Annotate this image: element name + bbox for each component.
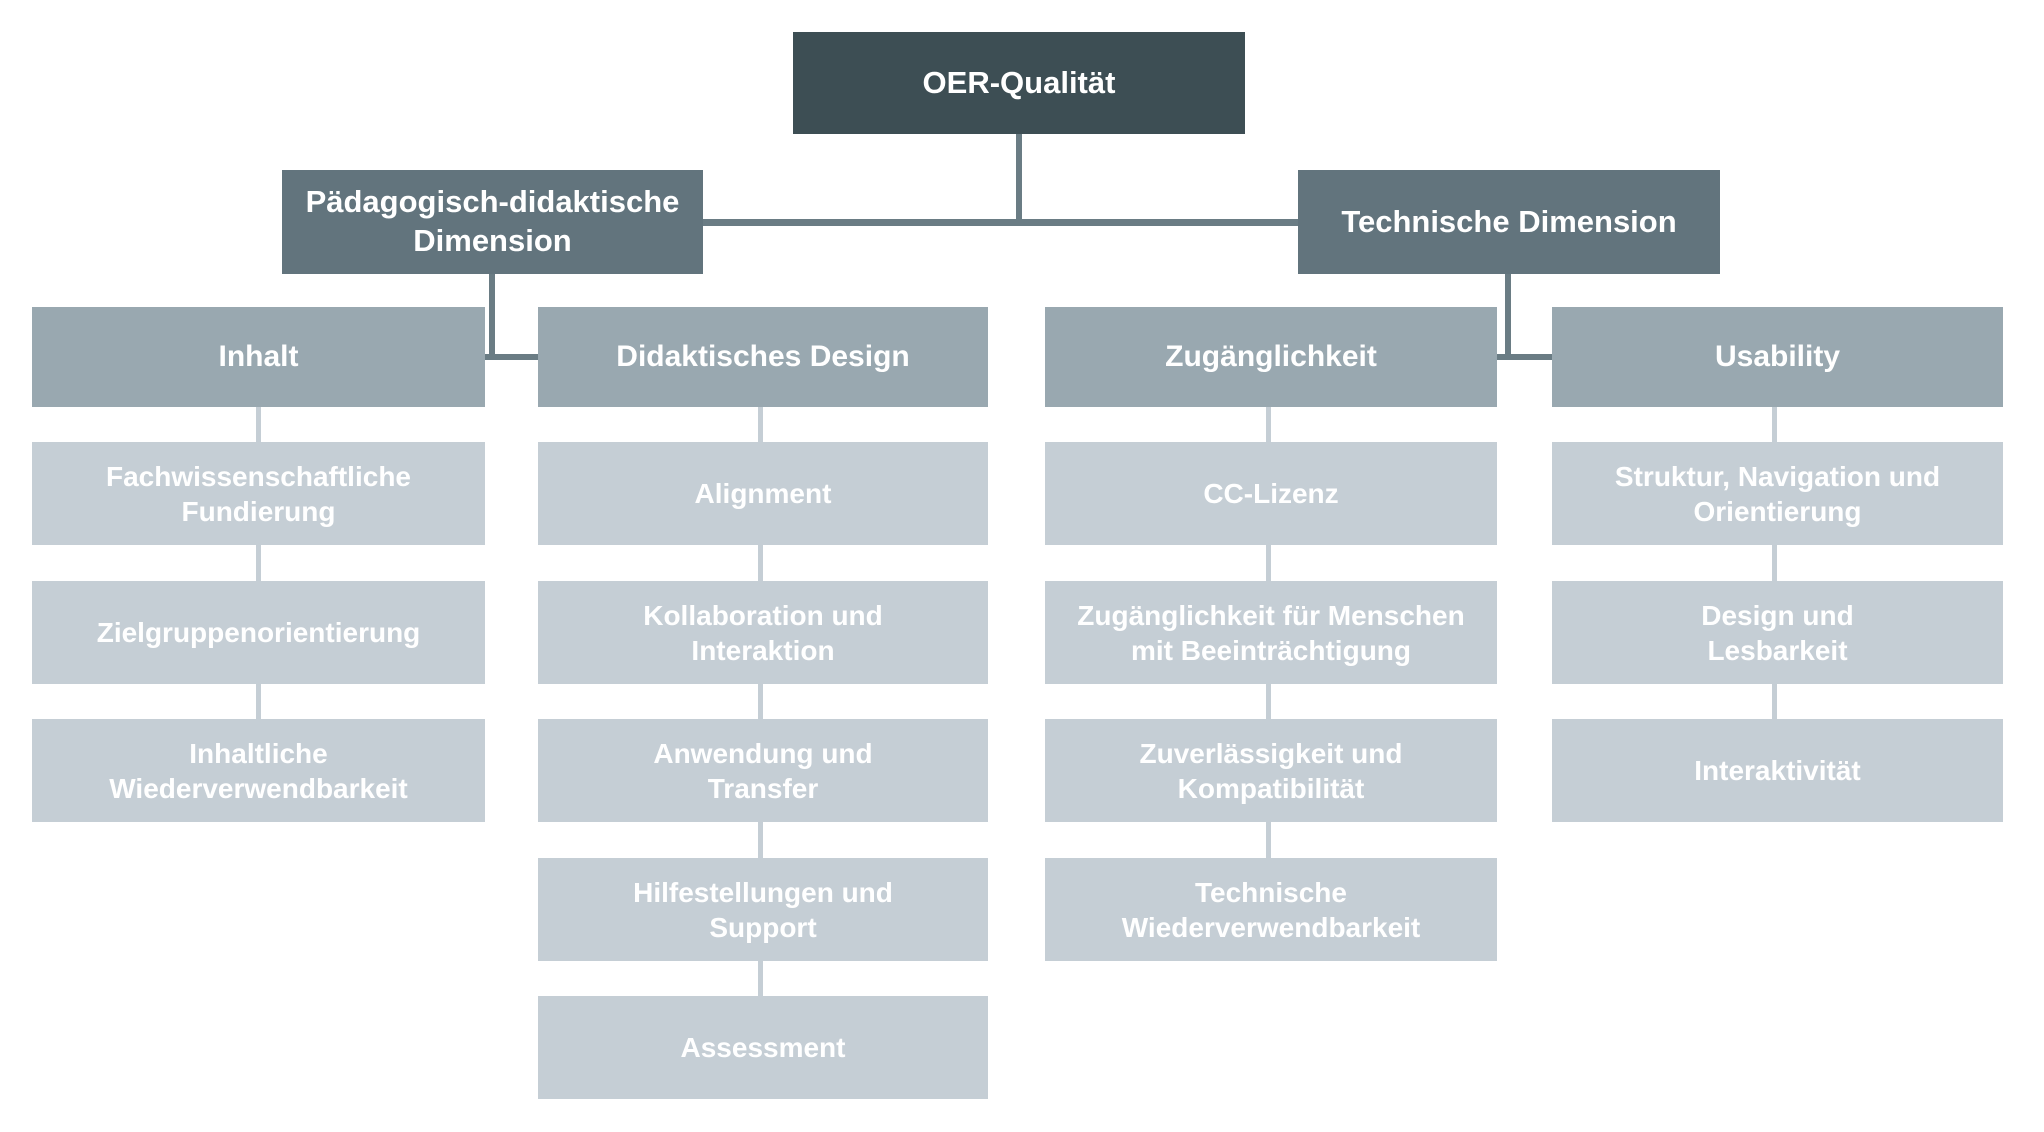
item-node-label: Kollaboration und Interaktion (643, 599, 883, 666)
category-node-zugaenglichkeit: Zugänglichkeit (1045, 307, 1497, 407)
item-node-struktur-navigation-orientierung: Struktur, Navigation und Orientierung (1552, 442, 2003, 545)
connector-zugaenglichkeit-child-3 (1266, 684, 1271, 719)
dimension-node-label: Pädagogisch-didaktische Dimension (305, 184, 680, 258)
item-node-hilfestellungen-und-support: Hilfestellungen und Support (538, 858, 988, 961)
connector-right-dimension-drop (1505, 274, 1511, 358)
category-node-inhalt: Inhalt (32, 307, 485, 407)
dimension-node-label: Technische Dimension (1341, 203, 1677, 239)
item-node-zugaenglichkeit-fuer-menschen: Zugänglichkeit für Menschen mit Beeinträ… (1045, 581, 1497, 684)
connector-didaktik-child-1 (758, 407, 763, 442)
root-node-label: OER-Qualität (922, 64, 1116, 100)
item-node-label: Hilfestellungen und Support (633, 876, 893, 943)
dimension-node-paedagogisch-didaktisch: Pädagogisch-didaktische Dimension (282, 170, 703, 274)
connector-didaktik-child-3 (758, 684, 763, 719)
item-node-zuverlaessigkeit-und-kompatibilitaet: Zuverlässigkeit und Kompatibilität (1045, 719, 1497, 822)
connector-left-dimension-drop (489, 274, 495, 358)
connector-usability-child-3 (1772, 684, 1777, 719)
connector-didaktik-child-4 (758, 822, 763, 858)
item-node-label: Alignment (694, 478, 832, 509)
category-node-label: Zugänglichkeit (1165, 340, 1377, 374)
item-node-anwendung-und-transfer: Anwendung und Transfer (538, 719, 988, 822)
root-node-oer-qualitaet: OER-Qualität (793, 32, 1245, 134)
connector-zugaenglichkeit-child-4 (1266, 822, 1271, 858)
connector-root-drop (1016, 134, 1022, 222)
item-node-cc-lizenz: CC-Lizenz (1045, 442, 1497, 545)
item-node-label: Assessment (680, 1032, 846, 1063)
item-node-label: Inhaltliche Wiederverwendbarkeit (109, 737, 408, 804)
item-node-label: Technische Wiederverwendbarkeit (1121, 876, 1421, 943)
connector-didaktik-child-5 (758, 961, 763, 996)
item-node-technische-wiederverwendbarkeit: Technische Wiederverwendbarkeit (1045, 858, 1497, 961)
category-node-label: Usability (1714, 340, 1841, 374)
connector-usability-child-1 (1772, 407, 1777, 442)
dimension-node-technisch: Technische Dimension (1298, 170, 1720, 274)
connector-right-categories-horizontal (1497, 354, 1552, 360)
connector-didaktik-child-2 (758, 545, 763, 581)
item-node-fachwissenschaftliche-fundierung: Fachwissenschaftliche Fundierung (32, 442, 485, 545)
category-node-usability: Usability (1552, 307, 2003, 407)
connector-usability-child-2 (1772, 545, 1777, 581)
connector-dimensions-horizontal (703, 219, 1298, 226)
connector-inhalt-child-2 (256, 545, 261, 581)
connector-zugaenglichkeit-child-1 (1266, 407, 1271, 442)
item-node-kollaboration-und-interaktion: Kollaboration und Interaktion (538, 581, 988, 684)
item-node-label: Struktur, Navigation und Orientierung (1614, 460, 1941, 527)
item-node-assessment: Assessment (538, 996, 988, 1099)
item-node-label: Design und Lesbarkeit (1701, 599, 1854, 666)
category-node-didaktisches-design: Didaktisches Design (538, 307, 988, 407)
item-node-design-und-lesbarkeit: Design und Lesbarkeit (1552, 581, 2003, 684)
item-node-label: Zugänglichkeit für Menschen mit Beeinträ… (1077, 599, 1465, 666)
item-node-interaktivitaet: Interaktivität (1552, 719, 2003, 822)
connector-inhalt-child-1 (256, 407, 261, 442)
item-node-label: Interaktivität (1694, 755, 1861, 786)
category-node-label: Didaktisches Design (616, 340, 910, 374)
item-node-label: Zielgruppenorientierung (96, 617, 421, 648)
item-node-inhaltliche-wiederverwendbarkeit: Inhaltliche Wiederverwendbarkeit (32, 719, 485, 822)
item-node-label: CC-Lizenz (1203, 478, 1339, 509)
connector-zugaenglichkeit-child-2 (1266, 545, 1271, 581)
connector-left-categories-horizontal (485, 354, 538, 360)
item-node-alignment: Alignment (538, 442, 988, 545)
connector-inhalt-child-3 (256, 684, 261, 719)
item-node-label: Fachwissenschaftliche Fundierung (105, 460, 411, 527)
item-node-label: Anwendung und Transfer (653, 737, 873, 804)
category-node-label: Inhalt (218, 340, 299, 374)
item-node-label: Zuverlässigkeit und Kompatibilität (1139, 737, 1403, 804)
item-node-zielgruppenorientierung: Zielgruppenorientierung (32, 581, 485, 684)
